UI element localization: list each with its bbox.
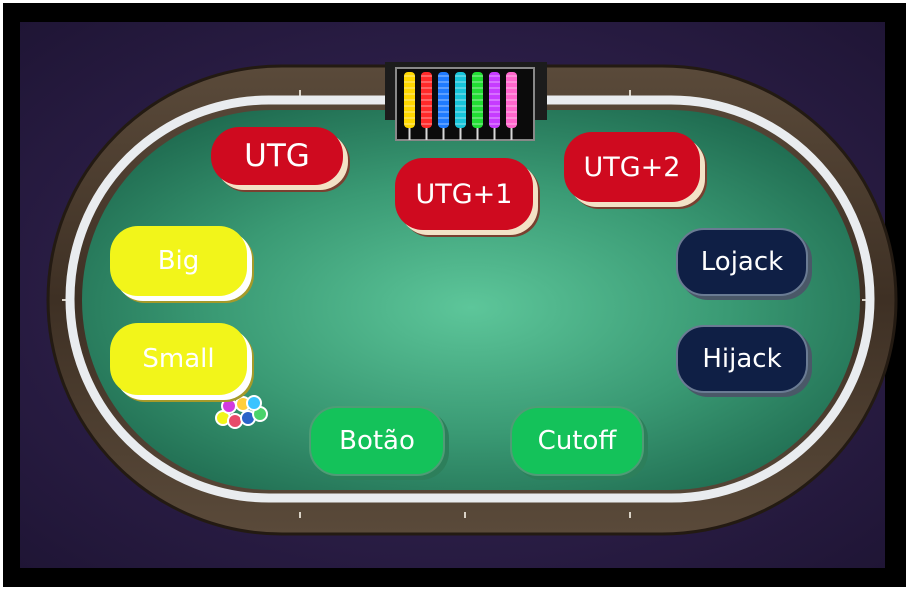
seat-utg-plus-1-label: UTG+1 xyxy=(416,179,513,210)
seat-small-blind-label: Small xyxy=(142,344,214,374)
seat-small-blind[interactable]: Small xyxy=(110,323,247,395)
seat-botao[interactable]: Botão xyxy=(309,406,445,476)
seat-utg-label: UTG xyxy=(244,138,310,174)
seat-cutoff[interactable]: Cutoff xyxy=(510,406,644,476)
seat-utg[interactable]: UTG xyxy=(211,127,343,185)
seat-lojack-label: Lojack xyxy=(701,247,783,277)
seat-hijack[interactable]: Hijack xyxy=(676,325,808,393)
seat-hijack-label: Hijack xyxy=(702,344,781,374)
seat-big-blind[interactable]: Big xyxy=(110,226,247,296)
seat-utg-plus-1[interactable]: UTG+1 xyxy=(395,158,533,230)
seat-botao-label: Botão xyxy=(339,426,415,456)
seat-cutoff-label: Cutoff xyxy=(538,426,617,456)
seat-utg-plus-2-label: UTG+2 xyxy=(584,152,681,183)
seat-big-blind-label: Big xyxy=(158,246,200,276)
seat-lojack[interactable]: Lojack xyxy=(676,228,808,296)
chip-rack xyxy=(385,62,547,140)
seat-utg-plus-2[interactable]: UTG+2 xyxy=(564,132,700,202)
